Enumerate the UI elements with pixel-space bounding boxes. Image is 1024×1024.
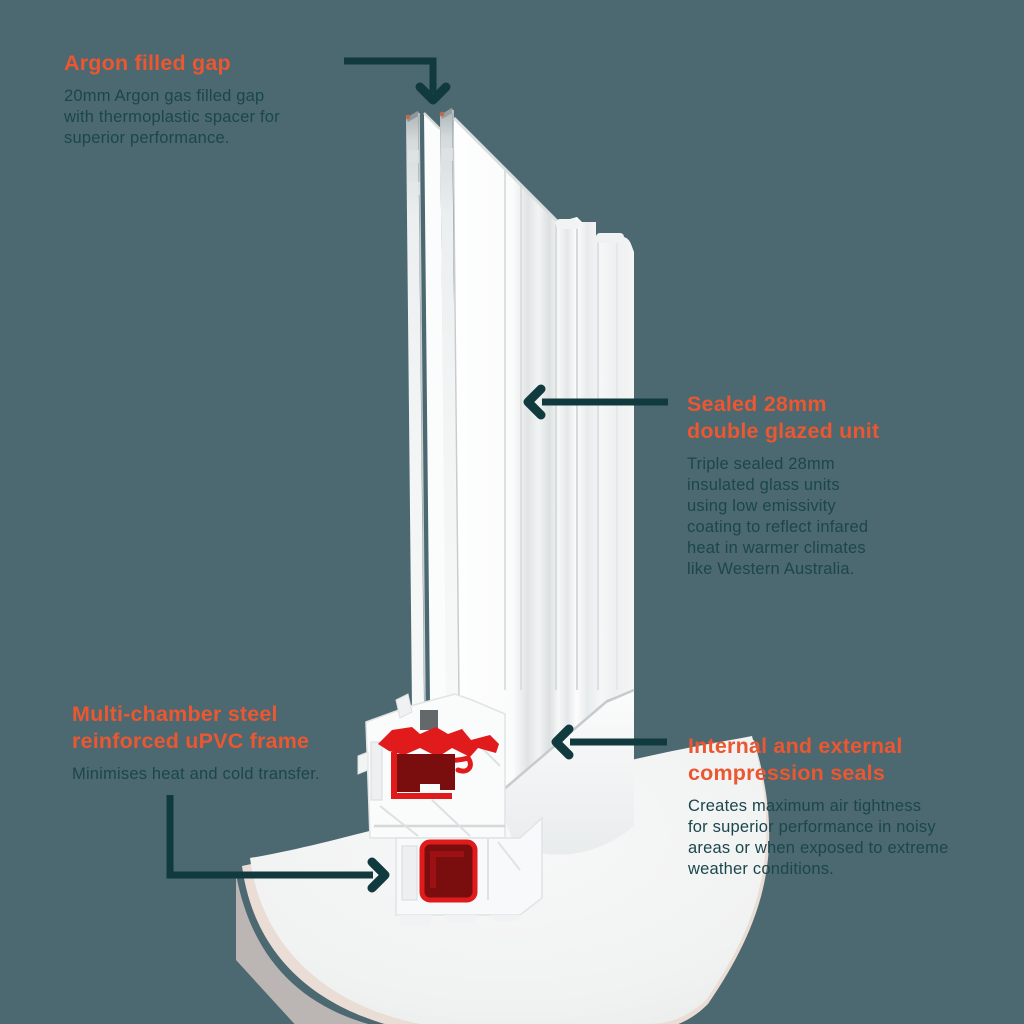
frame-foot	[398, 915, 432, 926]
steel-channel-outline	[391, 752, 452, 799]
glazing-bead	[395, 693, 413, 719]
inner-pane-top-cap	[440, 108, 454, 119]
frame-foot	[490, 915, 522, 921]
sill-rail-face	[496, 690, 634, 855]
argon-arrowhead-icon	[415, 82, 451, 105]
argon-gap	[424, 113, 447, 703]
glazing-arrowhead-icon	[523, 384, 546, 420]
callout-seals-body: Creates maximum air tightness for superi…	[688, 797, 949, 878]
seals-arrowhead-icon	[551, 724, 574, 760]
sill-rail	[495, 688, 635, 855]
jamb-cap	[556, 219, 580, 229]
callout-argon: Argon filled gap 20mm Argon gas filled g…	[64, 50, 364, 149]
sill-rail-top-edge	[495, 688, 635, 797]
sash-chamber	[370, 741, 383, 801]
steel-reinforcement-channel	[394, 754, 455, 792]
inner-pane-face	[454, 118, 634, 792]
callout-seals: Internal and external compression seals …	[688, 733, 1018, 880]
frame-webs	[487, 838, 521, 900]
pane-reflection	[408, 150, 419, 163]
frame-foot	[444, 915, 478, 923]
inner-pane-inner-line	[452, 109, 460, 701]
frame-arrow	[166, 795, 373, 879]
callout-glazing-title: Sealed 28mm double glazed unit	[687, 392, 880, 443]
pane-reflection	[409, 182, 420, 195]
red-compression-seals	[378, 727, 499, 757]
callout-frame-body: Minimises heat and cold transfer.	[72, 765, 320, 783]
inner-glass-pane	[440, 108, 458, 707]
callout-seals-title: Internal and external compression seals	[688, 734, 903, 785]
pane-top-edge-highlight	[452, 116, 562, 226]
sash-tab	[357, 751, 369, 775]
swoosh-outer-rim	[236, 776, 608, 1024]
callout-argon-title: Argon filled gap	[64, 51, 231, 75]
steel-reinforcement-tube	[419, 839, 478, 903]
callout-argon-body: 20mm Argon gas filled gap with thermopla…	[64, 87, 280, 147]
spacer-end	[420, 710, 438, 730]
outer-pane-seal-speck	[405, 114, 411, 120]
frame-chamber	[401, 845, 418, 901]
glazed-unit	[405, 108, 634, 792]
outer-pane-top-cap	[406, 111, 420, 122]
callout-frame-title: Multi-chamber steel reinforced uPVC fram…	[72, 702, 310, 753]
annotation-arrows	[166, 57, 668, 893]
steel-tube-highlight	[430, 851, 464, 888]
callout-glazing: Sealed 28mm double glazed unit Triple se…	[687, 391, 1007, 580]
pane-reflection	[442, 148, 453, 161]
outer-pane-inner-line	[418, 112, 426, 704]
upvc-frame-cross-section	[357, 693, 543, 926]
frame-arrowhead-icon	[367, 857, 390, 893]
callout-frame: Multi-chamber steel reinforced uPVC fram…	[72, 701, 392, 785]
jamb-cap	[596, 233, 624, 243]
gap-top-edge	[423, 112, 441, 130]
inner-pane-seal-speck	[439, 111, 445, 117]
argon-arrow	[344, 57, 437, 93]
outer-glass-pane	[406, 111, 424, 709]
callout-glazing-body: Triple sealed 28mm insulated glass units…	[687, 455, 869, 578]
